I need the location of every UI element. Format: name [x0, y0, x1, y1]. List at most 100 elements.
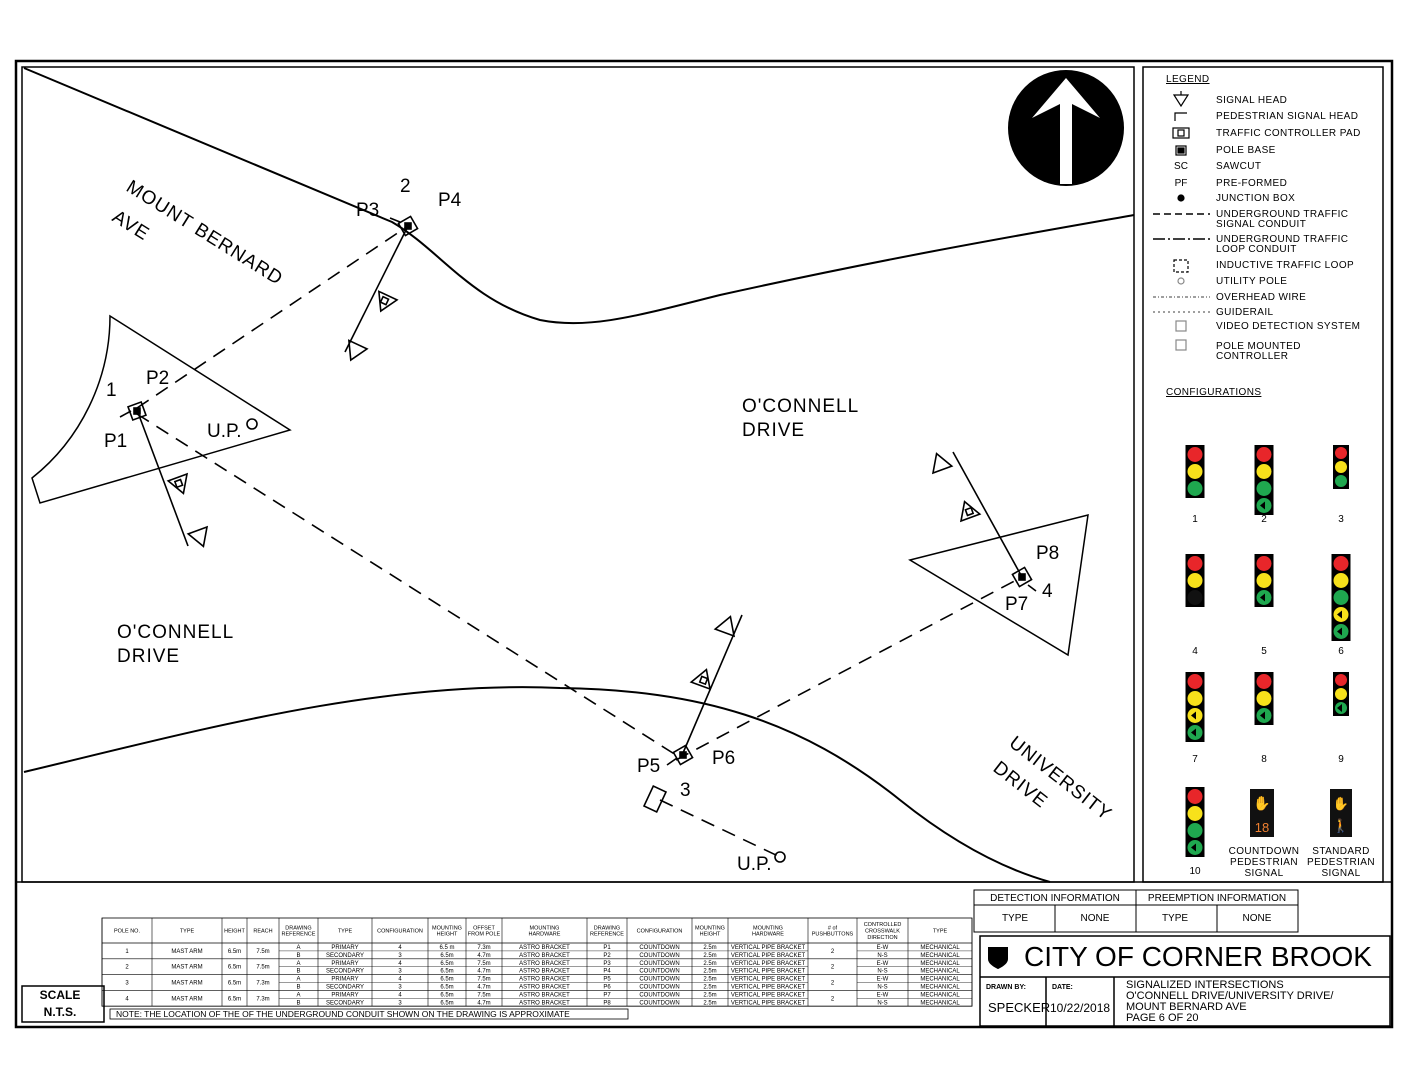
- table-cell: 7.5m: [477, 977, 490, 983]
- table-cell: 6.5m: [440, 992, 453, 998]
- table-header: MOUNTING: [695, 925, 725, 931]
- table-cell: VERTICAL PIPE BRACKET: [731, 969, 806, 975]
- table-cell: 6.5m: [440, 969, 453, 975]
- table-cell: P2: [603, 953, 611, 959]
- table-cell: ASTRO BRACKET: [519, 969, 570, 975]
- table-cell: MAST ARM: [171, 981, 202, 987]
- table-cell: MECHANICAL: [920, 977, 960, 983]
- table-cell: 7.3m: [256, 981, 269, 987]
- countdown-label: PEDESTRIAN: [1230, 857, 1298, 868]
- signal-lamp: [1256, 447, 1272, 462]
- signal-configuration: 1: [1185, 445, 1205, 525]
- table-header: HEIGHT: [700, 932, 721, 938]
- table-cell: COUNTDOWN: [639, 969, 679, 975]
- drawn-by-label: DRAWN BY:: [986, 984, 1026, 991]
- PF-icon: PF: [1175, 178, 1188, 189]
- table-cell: SECONDARY: [326, 985, 364, 991]
- table-cell: E-W: [877, 961, 889, 967]
- table-cell: PRIMARY: [331, 992, 358, 998]
- table-cell: 3: [398, 1000, 402, 1006]
- pole-controller-icon: [1175, 339, 1187, 351]
- table-cell: 4.7m: [477, 985, 490, 991]
- table-cell: B: [296, 953, 300, 959]
- description-line: O'CONNELL DRIVE/UNIVERSITY DRIVE/: [1126, 990, 1334, 1002]
- table-cell: B: [296, 969, 300, 975]
- table-header: DRAWING: [594, 925, 620, 931]
- signal-housing: [1185, 787, 1205, 857]
- legend-label: UNDERGROUND TRAFFIC: [1216, 234, 1348, 245]
- description-line: PAGE 6 OF 20: [1126, 1012, 1199, 1024]
- signal-lamp: [1335, 461, 1347, 473]
- table-cell: 7.3m: [256, 996, 269, 1002]
- svg-text:PF: PF: [1175, 178, 1188, 189]
- signal-lamp: [1335, 688, 1347, 700]
- table-cell: ASTRO BRACKET: [519, 953, 570, 959]
- pole-number: 3: [680, 780, 691, 801]
- road-label-mount-bernard-ave: AVE: [108, 206, 153, 245]
- description-line: MOUNT BERNARD AVE: [1126, 1001, 1247, 1013]
- legend-label: OVERHEAD WIRE: [1216, 292, 1306, 303]
- table-header: POLE NO.: [114, 929, 140, 935]
- table-header: # of: [828, 925, 838, 931]
- table-cell: PRIMARY: [331, 977, 358, 983]
- city-crest-icon: [988, 947, 1008, 969]
- signal-lamp: [1187, 674, 1203, 689]
- table-cell: MECHANICAL: [920, 992, 960, 998]
- table-cell: 6.5m: [440, 985, 453, 991]
- table-cell: 3: [398, 985, 402, 991]
- pole-bases: [119, 215, 1037, 863]
- pole-ref: P3: [356, 200, 379, 221]
- table-cell: MECHANICAL: [920, 945, 960, 951]
- table-cell: 6.5m: [440, 977, 453, 983]
- table-cell: N-S: [877, 969, 887, 975]
- table-cell: P8: [603, 1000, 611, 1006]
- table-cell: VERTICAL PIPE BRACKET: [731, 977, 806, 983]
- legend-item: JUNCTION BOX: [1177, 193, 1295, 204]
- table-cell: 2.5m: [703, 977, 716, 983]
- road-label-oconnell-upper: O'CONNELL: [742, 396, 859, 417]
- table-header: CONFIGURATION: [637, 929, 683, 935]
- table-cell: 7.5m: [477, 961, 490, 967]
- signal-lamp: [1187, 573, 1203, 588]
- table-cell: SECONDARY: [326, 969, 364, 975]
- svg-text:✋: ✋: [1333, 796, 1349, 811]
- configuration-number: 6: [1338, 646, 1344, 657]
- table-cell: MECHANICAL: [920, 985, 960, 991]
- signal-lamp: [1187, 691, 1203, 706]
- legend-label: POLE BASE: [1216, 145, 1276, 156]
- svg-text:SC: SC: [1174, 161, 1188, 172]
- signal-configuration: 3: [1333, 445, 1349, 525]
- signal-configuration: 4: [1185, 554, 1205, 657]
- table-cell: 7.5m: [256, 965, 269, 971]
- detection-title: DETECTION INFORMATION: [990, 893, 1120, 904]
- table-cell: 2: [831, 981, 835, 987]
- table-cell: 3: [125, 981, 129, 987]
- table-cell: P5: [603, 977, 611, 983]
- table-cell: MECHANICAL: [920, 1000, 960, 1006]
- table-cell: PRIMARY: [331, 945, 358, 951]
- table-cell: P3: [603, 961, 611, 967]
- table-cell: COUNTDOWN: [639, 985, 679, 991]
- pole-number: 4: [1042, 581, 1053, 602]
- signal-housing: [1254, 445, 1274, 515]
- island-west: [31, 314, 292, 504]
- table-header: TYPE: [180, 929, 195, 935]
- table-cell: N-S: [877, 985, 887, 991]
- table-cell: 2.5m: [703, 985, 716, 991]
- svg-text:🚶: 🚶: [1333, 818, 1349, 833]
- date-label: DATE:: [1052, 984, 1073, 991]
- legend-label: SIGNAL HEAD: [1216, 95, 1287, 106]
- signal-configuration: 6: [1331, 554, 1351, 657]
- configuration-number: 1: [1192, 514, 1198, 525]
- countdown-label: COUNTDOWN: [1229, 846, 1300, 857]
- table-cell: ASTRO BRACKET: [519, 977, 570, 983]
- legend-label: INDUCTIVE TRAFFIC LOOP: [1216, 260, 1354, 271]
- table-cell: ASTRO BRACKET: [519, 985, 570, 991]
- signal-lamp: [1256, 674, 1272, 689]
- table-cell: ASTRO BRACKET: [519, 992, 570, 998]
- pole-number: 1: [106, 380, 117, 401]
- legend-label: LOOP CONDUIT: [1216, 244, 1297, 255]
